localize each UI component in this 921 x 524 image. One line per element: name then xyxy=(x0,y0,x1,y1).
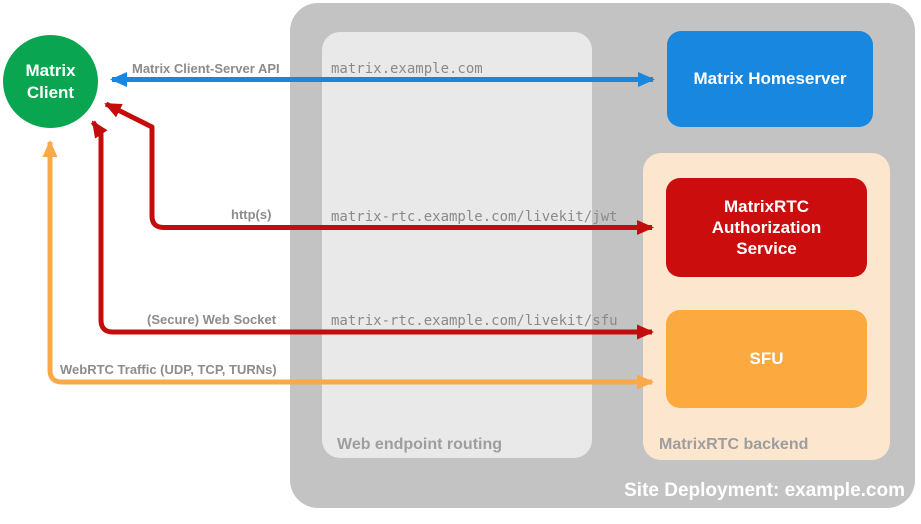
client-server-api-label: Matrix Client-Server API xyxy=(132,61,280,76)
https-label: http(s) xyxy=(231,207,272,222)
matrixrtc-authorization-service-node: MatrixRTC Authorization Service xyxy=(666,178,867,277)
matrix-client-label: Matrix Client xyxy=(25,61,76,102)
endpoint-livekit-jwt: matrix-rtc.example.com/livekit/jwt xyxy=(331,209,618,225)
webrtc-traffic-label: WebRTC Traffic (UDP, TCP, TURNs) xyxy=(60,362,277,377)
websocket-label: (Secure) Web Socket xyxy=(147,312,277,327)
site-deployment-caption: Site Deployment: example.com xyxy=(624,480,905,501)
matrixrtc-backend-caption: MatrixRTC backend xyxy=(659,436,809,453)
sfu-label: SFU xyxy=(749,349,784,369)
matrix-homeserver-node: Matrix Homeserver xyxy=(667,31,873,127)
sfu-node: SFU xyxy=(666,310,867,408)
matrix-homeserver-label: Matrix Homeserver xyxy=(693,69,847,89)
matrix-client-node: Matrix Client xyxy=(3,35,98,128)
web-endpoint-routing-caption: Web endpoint routing xyxy=(337,436,503,453)
endpoint-matrix-example: matrix.example.com xyxy=(331,61,483,77)
endpoint-livekit-sfu: matrix-rtc.example.com/livekit/sfu xyxy=(331,313,618,329)
web-endpoint-routing-container xyxy=(322,32,592,458)
matrixrtc-authorization-service-label: MatrixRTC Authorization Service xyxy=(711,196,822,259)
